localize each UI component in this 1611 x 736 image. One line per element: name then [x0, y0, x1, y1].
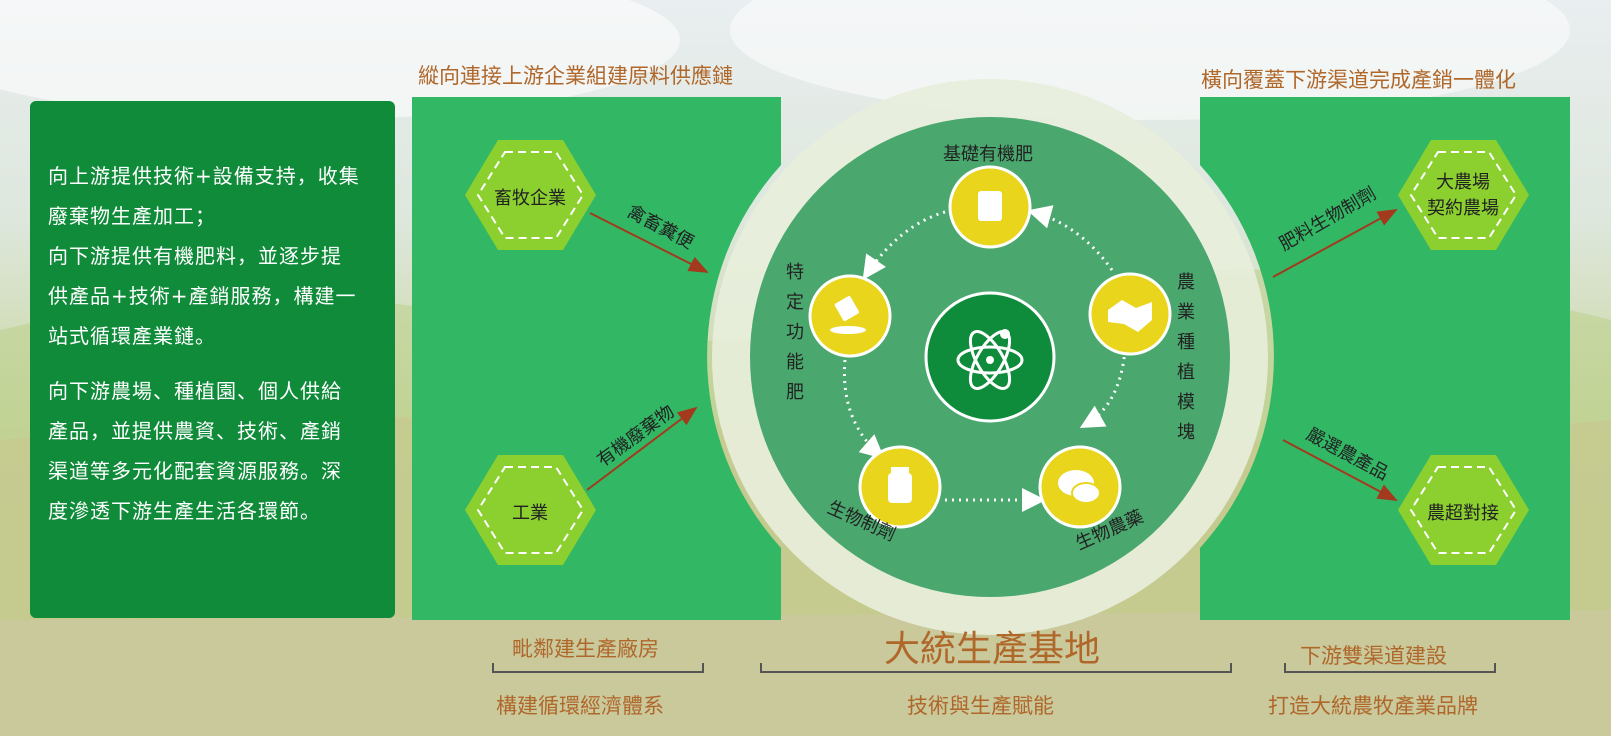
footer-left-bottom: 構建循環經濟體系 — [496, 694, 664, 718]
fertilizer-bag-icon — [978, 191, 1002, 221]
bottle-icon — [888, 473, 912, 503]
pour-icon — [834, 296, 859, 321]
hex-farms-label: 大農場 契約農場 — [1413, 170, 1513, 222]
char: 業 — [1177, 302, 1195, 323]
footer-center-bracket — [760, 663, 1232, 673]
node-bottom-left — [858, 445, 942, 529]
hex-industry-label: 工業 — [512, 503, 548, 524]
arrow-industry — [586, 406, 698, 491]
summary-line: 廢棄物生產加工； — [48, 204, 216, 228]
footer-left-top: 毗鄰建生產廠房 — [512, 637, 659, 661]
node-left — [808, 274, 892, 358]
handshake-icon — [1108, 300, 1152, 332]
node-bottom-right — [1038, 445, 1122, 529]
footer-right-top: 下游雙渠道建設 — [1300, 644, 1447, 668]
arrow-produce — [1282, 439, 1398, 501]
char: 塊 — [1177, 422, 1195, 443]
summary-panel: 向上游提供技術+設備支持，收集 廢棄物生產加工； 向下游提供有機肥料，並逐步提 … — [30, 101, 395, 618]
summary-line: 向上游提供技術+設備支持，收集 — [48, 164, 360, 188]
summary-line: 向下游提供有機肥料，並逐步提 — [48, 244, 342, 268]
char: 能 — [786, 352, 804, 373]
char: 功 — [786, 322, 804, 343]
footer-center-title: 大統生產基地 — [884, 629, 1101, 670]
char: 植 — [1177, 362, 1195, 383]
hex-supermarket-label: 農超對接 — [1427, 503, 1499, 524]
hex-farms-line: 契約農場 — [1427, 198, 1499, 219]
hex-farms — [1398, 140, 1529, 250]
node-left-label: 特 定 功 能 肥 — [785, 258, 805, 408]
hex-farms-line: 大農場 — [1436, 172, 1490, 193]
hex-supermarket — [1398, 455, 1529, 565]
arrow-livestock — [589, 212, 709, 273]
summary-line: 供產品+技術+產銷服務，構建一 — [48, 284, 357, 308]
summary-line: 向下游農場、種植園、個人供給 — [48, 379, 342, 403]
summary-line: 渠道等多元化配套資源服務。深 — [48, 459, 342, 483]
footer-right-bottom: 打造大統農牧產業品牌 — [1268, 694, 1478, 718]
node-right — [1088, 272, 1172, 356]
node-right-label: 農 業 種 植 模 塊 — [1176, 268, 1196, 448]
summary-line: 產品，並提供農資、技術、產銷 — [48, 419, 342, 443]
node-top — [948, 165, 1032, 249]
char: 定 — [786, 292, 804, 313]
footer-left-bracket — [492, 663, 704, 673]
node-top-label: 基礎有機肥 — [943, 144, 1033, 165]
upstream-heading: 縱向連接上游企業組建原料供應鏈 — [418, 64, 733, 88]
summary-paragraph-2: 向下游農場、種植園、個人供給 產品，並提供農資、技術、產銷 渠道等多元化配套資源… — [48, 371, 383, 531]
hex-livestock-label: 畜牧企業 — [494, 188, 566, 209]
hex-industry — [465, 455, 596, 565]
char: 特 — [786, 262, 804, 283]
summary-paragraph-1: 向上游提供技術+設備支持，收集 廢棄物生產加工； 向下游提供有機肥料，並逐步提 … — [48, 156, 383, 356]
char: 種 — [1177, 332, 1195, 353]
summary-line: 站式循環產業鏈。 — [48, 324, 216, 348]
char: 農 — [1177, 272, 1195, 293]
downstream-heading: 橫向覆蓋下游渠道完成產銷一體化 — [1201, 68, 1516, 92]
cycle-arrows — [842, 205, 1127, 512]
char: 模 — [1177, 392, 1195, 413]
footer-center-bottom: 技術與生產賦能 — [907, 694, 1054, 718]
arrow-fertilizer — [1272, 209, 1398, 278]
hex-livestock — [465, 140, 596, 250]
summary-line: 度滲透下游生產生活各環節。 — [48, 499, 321, 523]
footer-right-bracket — [1284, 663, 1496, 673]
char: 肥 — [786, 382, 804, 403]
